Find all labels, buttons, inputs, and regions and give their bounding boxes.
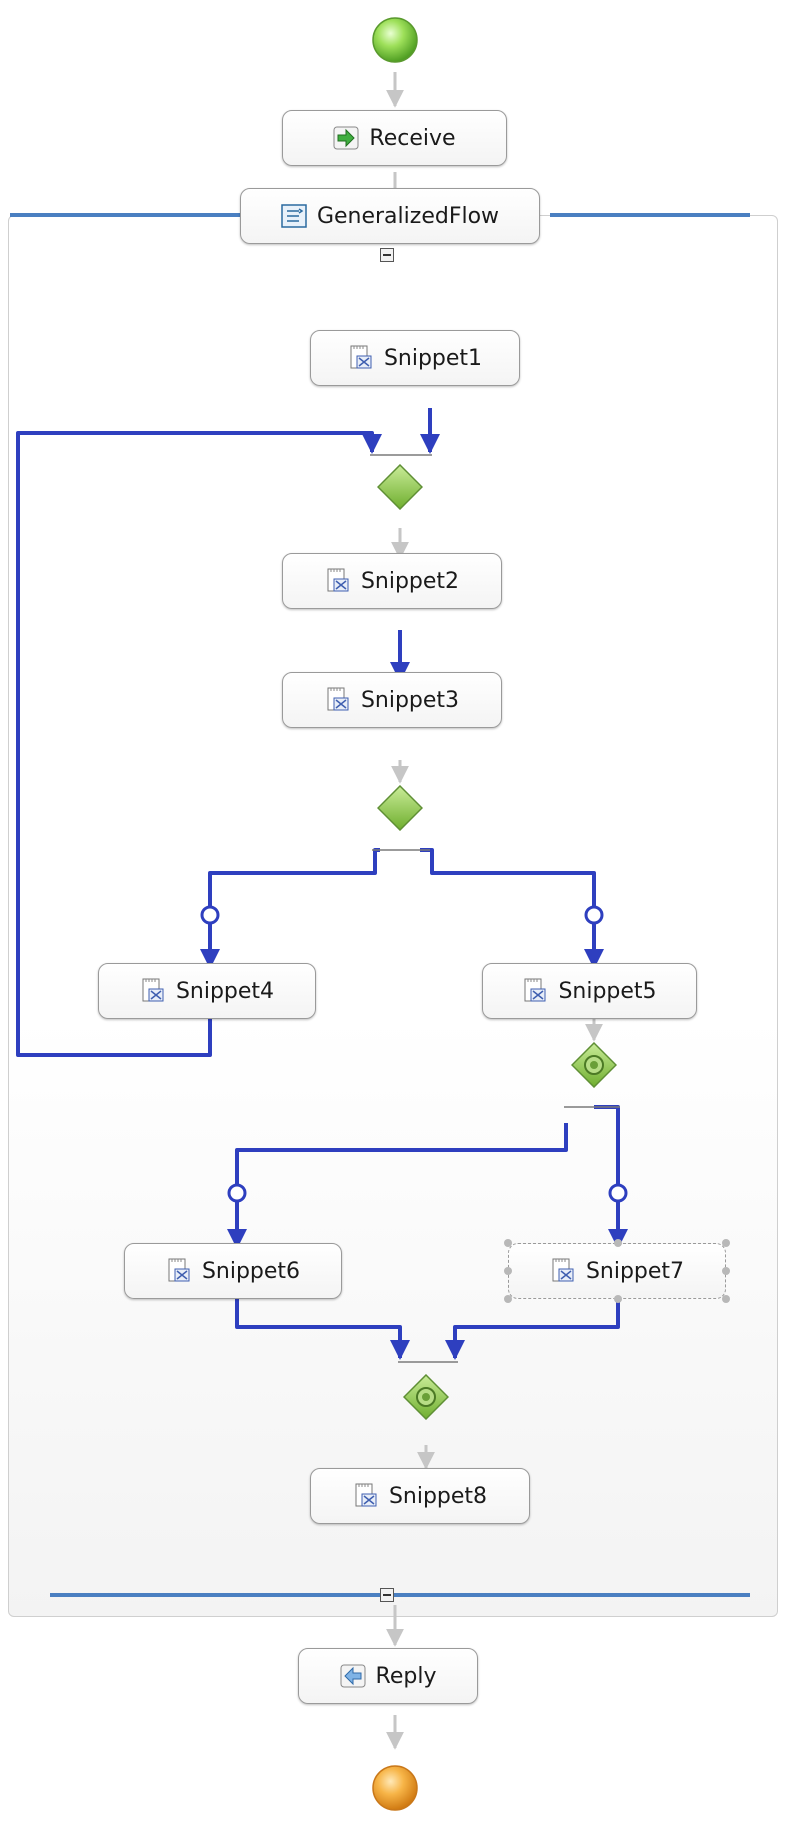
link-snippet6-diamond4[interactable] [235, 1295, 410, 1360]
flow-gateway-icon[interactable] [377, 785, 423, 831]
generalized-flow-label: GeneralizedFlow [316, 203, 500, 229]
java-snippet-icon [552, 1258, 574, 1282]
snippet7-activity[interactable]: Snippet7 [508, 1243, 726, 1299]
end-event-icon[interactable] [371, 1764, 419, 1812]
selection-handle[interactable] [504, 1267, 512, 1275]
snippet5-activity[interactable]: Snippet5 [482, 963, 697, 1019]
selection-handle[interactable] [722, 1295, 730, 1303]
flow-gateway-icon[interactable] [403, 1374, 449, 1420]
snippet5-label: Snippet5 [558, 978, 657, 1004]
java-snippet-icon [350, 345, 372, 369]
java-snippet-icon [524, 978, 546, 1002]
link-diamond2-snippet4[interactable] [200, 848, 380, 969]
collapse-toggle-bottom[interactable] [380, 1588, 394, 1602]
reply-activity[interactable]: Reply [298, 1648, 478, 1704]
snippet8-activity[interactable]: Snippet8 [310, 1468, 530, 1524]
receive-label: Receive [369, 125, 456, 151]
selection-handle[interactable] [722, 1239, 730, 1247]
java-snippet-icon [355, 1483, 377, 1507]
generalized-flow-scope[interactable] [8, 215, 778, 1617]
link-diamond2-snippet5[interactable] [420, 848, 604, 969]
selection-handle[interactable] [614, 1239, 622, 1247]
link-diamond3-snippet6[interactable] [227, 1123, 568, 1249]
snippet7-label: Snippet7 [585, 1258, 685, 1284]
java-snippet-icon [168, 1258, 190, 1282]
snippet4-activity[interactable]: Snippet4 [98, 963, 316, 1019]
start-event-icon[interactable] [371, 16, 419, 64]
snippet2-activity[interactable]: Snippet2 [282, 553, 502, 609]
snippet6-activity[interactable]: Snippet6 [124, 1243, 342, 1299]
selection-handle[interactable] [614, 1295, 622, 1303]
reply-label: Reply [375, 1663, 437, 1689]
reply-arrow-icon [340, 1664, 366, 1688]
snippet3-label: Snippet3 [360, 687, 460, 713]
link-snippet7-diamond4[interactable] [445, 1295, 620, 1360]
java-snippet-icon [142, 978, 164, 1002]
java-snippet-icon [327, 568, 349, 592]
condition-marker-snippet7[interactable] [608, 1183, 628, 1203]
flow-gateway-icon[interactable] [571, 1042, 617, 1088]
condition-marker-snippet6[interactable] [227, 1183, 247, 1203]
snippet3-activity[interactable]: Snippet3 [282, 672, 502, 728]
condition-marker-snippet4[interactable] [200, 905, 220, 925]
java-snippet-icon [327, 687, 349, 711]
selection-handle[interactable] [504, 1239, 512, 1247]
snippet1-label: Snippet1 [383, 345, 483, 371]
snippet1-activity[interactable]: Snippet1 [310, 330, 520, 386]
generalized-flow-header[interactable]: GeneralizedFlow [240, 188, 540, 244]
condition-marker-snippet5[interactable] [584, 905, 604, 925]
snippet6-label: Snippet6 [201, 1258, 301, 1284]
flow-gateway-icon[interactable] [377, 464, 423, 510]
snippet2-label: Snippet2 [360, 568, 460, 594]
selection-handle[interactable] [504, 1295, 512, 1303]
collapse-toggle-top[interactable] [380, 248, 394, 262]
link-diamond3-snippet7[interactable] [594, 1105, 628, 1249]
snippet4-label: Snippet4 [175, 978, 275, 1004]
receive-activity[interactable]: Receive [282, 110, 507, 166]
snippet8-label: Snippet8 [388, 1483, 488, 1509]
generalized-flow-icon [281, 204, 307, 228]
link-snippet4-loopback[interactable] [16, 431, 382, 1057]
receive-arrow-icon [333, 126, 359, 150]
selection-handle[interactable] [722, 1267, 730, 1275]
